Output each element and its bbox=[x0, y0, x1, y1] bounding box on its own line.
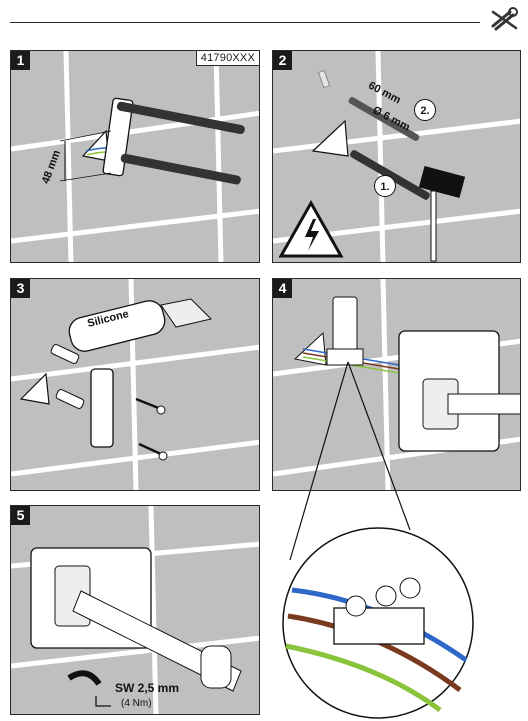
wrench-screwdriver-icon bbox=[491, 7, 518, 31]
step-2-illustration bbox=[278, 69, 466, 262]
step-3-panel: 3 Silicone bbox=[10, 278, 260, 491]
step-5-number: 5 bbox=[11, 506, 30, 525]
step-2-number: 2 bbox=[273, 51, 292, 70]
order-label-2: 2. bbox=[414, 99, 436, 121]
connector-zoom-callout bbox=[282, 361, 474, 719]
step-5-panel: 5 SW 2,5 mm (4 Nm) bbox=[10, 505, 260, 715]
step-3-illustration bbox=[19, 298, 212, 461]
step-1-number: 1 bbox=[11, 51, 30, 70]
step-4-number: 4 bbox=[273, 279, 292, 298]
step-5-illustration bbox=[30, 547, 242, 707]
step-1-illustration bbox=[59, 97, 245, 185]
step-2-panel: 2 60 mm Ø 6 mm 2. 1. bbox=[272, 50, 521, 263]
step-4-panel: 4 bbox=[272, 278, 521, 491]
order-label-1: 1. bbox=[374, 175, 396, 197]
product-code: 41790XXX bbox=[195, 51, 259, 66]
step-1-panel: 1 41790XXX 48 mm bbox=[10, 50, 260, 263]
step-4-illustration bbox=[293, 296, 520, 452]
key-size-label: SW 2,5 mm bbox=[115, 681, 180, 695]
torque-label: (4 Nm) bbox=[121, 698, 152, 709]
tile-grid bbox=[11, 51, 259, 262]
header-rule bbox=[10, 22, 480, 23]
step-3-number: 3 bbox=[11, 279, 30, 298]
